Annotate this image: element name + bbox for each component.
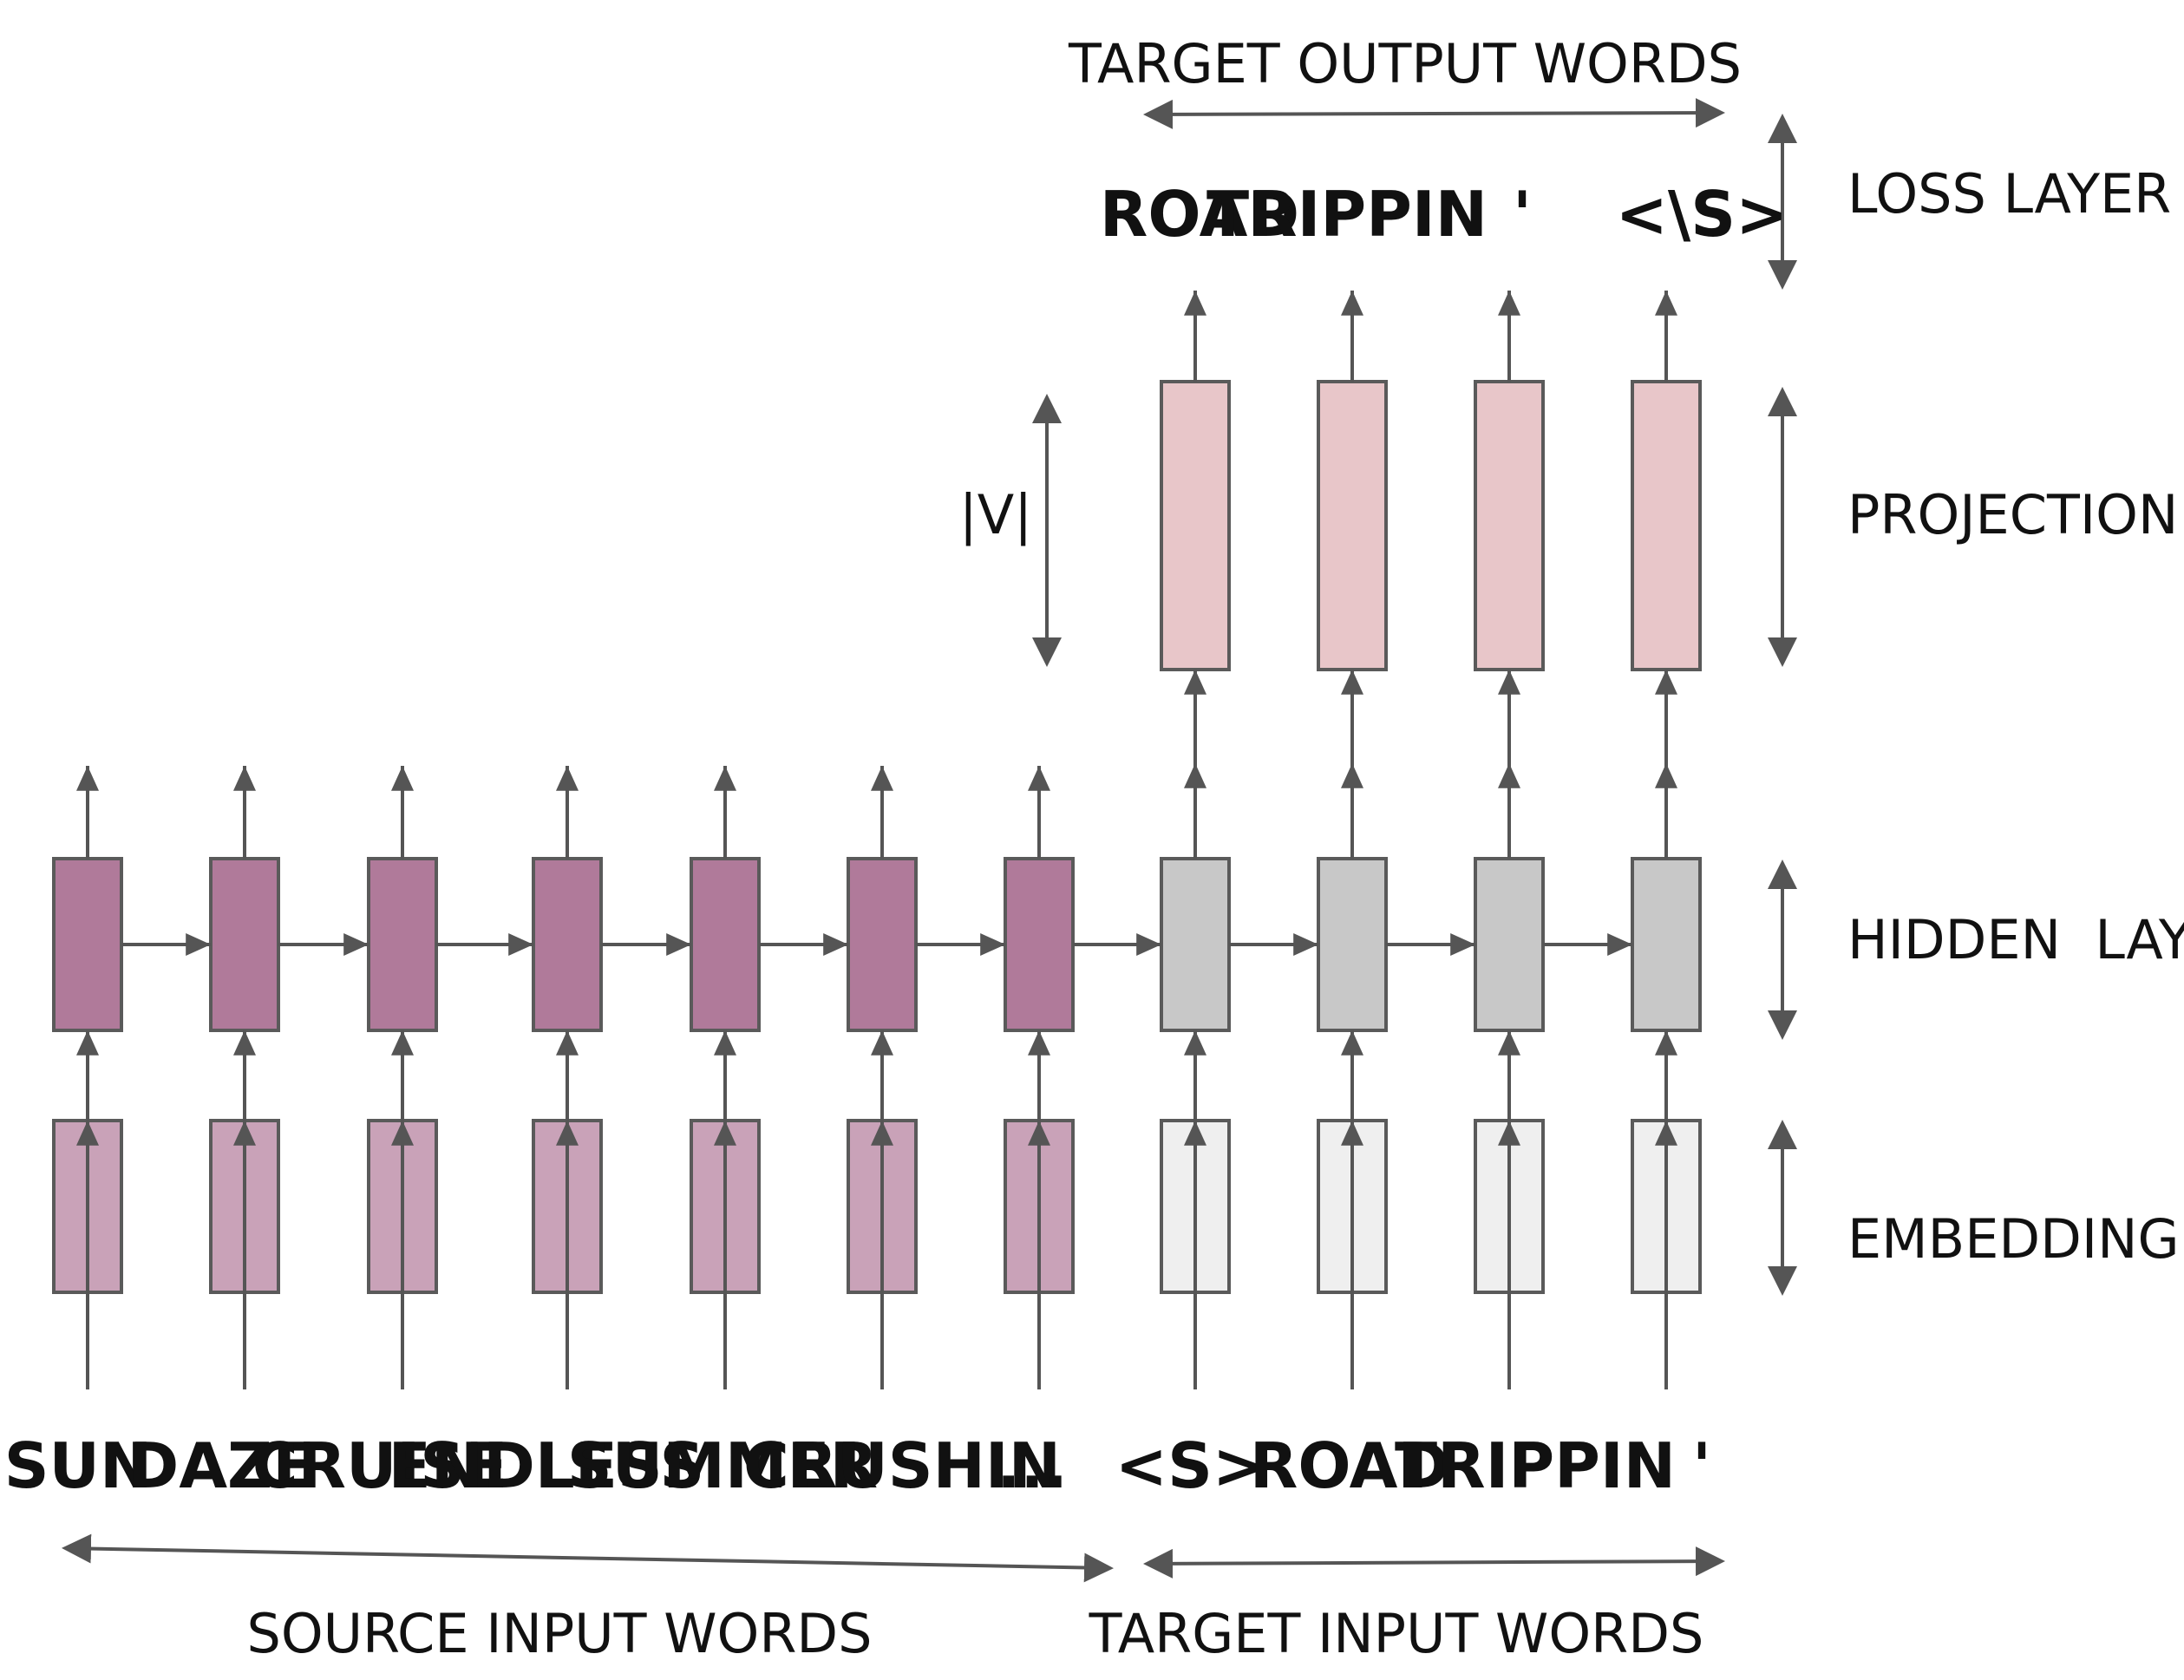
hidden-up-arrow-head: [391, 766, 414, 791]
encoder-hidden-cell: [367, 857, 438, 1032]
embed-to-hidden-arrow-head: [871, 1030, 893, 1056]
source-word: Crushin: [743, 1429, 1061, 1502]
target-input-word: ': [1692, 1429, 1711, 1502]
hidden-up-arrow-head: [1655, 763, 1677, 788]
decoder-hidden-cell: [1631, 857, 1702, 1032]
input-arrow-head: [1184, 1121, 1206, 1146]
source-word: Summer: [567, 1429, 878, 1502]
embed-to-hidden-arrow-head: [1184, 1030, 1206, 1056]
target-output-words-title: Target Output Words: [1068, 32, 1742, 95]
recurrent-arrow-head: [508, 933, 533, 956]
projection-layer-label: Projection Layer: [1847, 483, 2184, 546]
input-arrow-head: [1341, 1121, 1363, 1146]
hidden-up-arrow-head: [1341, 763, 1363, 788]
word-labels: SunDazecruiseEndlessSummerCrushin...<s>R…: [4, 178, 1788, 1502]
input-arrow-head: [1498, 1121, 1520, 1146]
source-word: Daze: [128, 1429, 316, 1502]
target-output-word: ': [1513, 178, 1532, 251]
encoder-hidden-cell: [690, 857, 761, 1032]
input-arrow-head: [714, 1121, 736, 1146]
embed-to-hidden-arrow-head: [76, 1030, 99, 1056]
hidden-to-projection-arrow-head: [1341, 670, 1363, 695]
recurrent-arrow-head: [343, 933, 369, 956]
hidden-up-arrow-head: [233, 766, 256, 791]
input-arrow-head: [76, 1121, 99, 1146]
input-arrow-head: [556, 1121, 579, 1146]
target-input-word: Road: [1250, 1429, 1449, 1502]
network-cells: [52, 291, 1702, 1389]
embedding-layer-label: Embedding Layer: [1847, 1207, 2184, 1271]
target-output-word: Road: [1100, 178, 1299, 251]
input-arrow-head: [871, 1121, 893, 1146]
embed-to-hidden-arrow-head: [1341, 1030, 1363, 1056]
source-word: Endless: [389, 1429, 705, 1502]
target-input-word: <s>: [1115, 1429, 1265, 1502]
source-input-span-arrow: [62, 1533, 1114, 1583]
decoder-hidden-cell: [1160, 857, 1231, 1032]
encoder-hidden-cell: [52, 857, 123, 1032]
source-input-words-title: Source Input Words: [247, 1602, 873, 1665]
projection-to-output-arrow-head: [1184, 291, 1206, 316]
projection-cell: [1631, 380, 1702, 671]
recurrent-arrow-head: [1607, 933, 1632, 956]
hidden-up-arrow-head: [76, 766, 99, 791]
input-arrow-head: [233, 1121, 256, 1146]
recurrent-arrow-head: [980, 933, 1005, 956]
projection-cell: [1317, 380, 1388, 671]
target-output-span-arrow: [1143, 98, 1725, 129]
input-arrow-head: [1655, 1121, 1677, 1146]
embed-to-hidden-arrow-head: [714, 1030, 736, 1056]
hidden-up-arrow-head: [1184, 763, 1206, 788]
embed-to-hidden-arrow-head: [556, 1030, 579, 1056]
recurrent-arrow-head: [1293, 933, 1318, 956]
recurrent-arrow-head: [666, 933, 691, 956]
hidden-up-arrow-head: [714, 766, 736, 791]
hidden-up-arrow-head: [1028, 766, 1050, 791]
hidden-to-projection-arrow-head: [1655, 670, 1677, 695]
hidden-up-arrow-head: [556, 766, 579, 791]
vocab-size-label: |V|: [959, 483, 1032, 547]
encoder-hidden-cell: [847, 857, 918, 1032]
hidden-layer-label: Hidden Layer: [1847, 908, 2184, 971]
target-input-word: Trippin: [1395, 1429, 1676, 1502]
input-arrow-head: [391, 1121, 414, 1146]
input-arrow-head: [1028, 1121, 1050, 1146]
embed-to-hidden-arrow-head: [233, 1030, 256, 1056]
projection-cell: [1474, 380, 1545, 671]
hidden-to-projection-arrow-head: [1498, 670, 1520, 695]
encoder-hidden-cell: [532, 857, 603, 1032]
recurrent-arrow-head: [1450, 933, 1475, 956]
recurrent-arrow-head: [823, 933, 848, 956]
projection-to-output-arrow-head: [1341, 291, 1363, 316]
source-word: Sun: [4, 1429, 153, 1502]
source-word: cruise: [252, 1429, 508, 1502]
embed-to-hidden-arrow-head: [1498, 1030, 1520, 1056]
hidden-to-projection-arrow-head: [1184, 670, 1206, 695]
encoder-hidden-cell: [1004, 857, 1075, 1032]
target-input-words-title: Target Input Words: [1089, 1602, 1704, 1665]
embed-to-hidden-arrow-head: [1028, 1030, 1050, 1056]
hidden-up-arrow-head: [871, 766, 893, 791]
decoder-hidden-cell: [1317, 857, 1388, 1032]
embed-to-hidden-arrow-head: [1655, 1030, 1677, 1056]
recurrent-arrow-head: [186, 933, 211, 956]
projection-to-output-arrow-head: [1498, 291, 1520, 316]
recurrent-arrow-head: [1136, 933, 1161, 956]
target-output-word: <\s>: [1616, 178, 1788, 251]
projection-to-output-arrow-head: [1655, 291, 1677, 316]
projection-cell: [1160, 380, 1231, 671]
target-input-span-arrow: [1143, 1546, 1725, 1579]
embed-to-hidden-arrow-head: [391, 1030, 414, 1056]
decoder-hidden-cell: [1474, 857, 1545, 1032]
loss-layer-label: loss layer: [1847, 162, 2171, 226]
encoder-hidden-cell: [209, 857, 280, 1032]
hidden-up-arrow-head: [1498, 763, 1520, 788]
source-word: ...: [997, 1429, 1068, 1502]
target-output-word: Trippin: [1206, 178, 1488, 251]
